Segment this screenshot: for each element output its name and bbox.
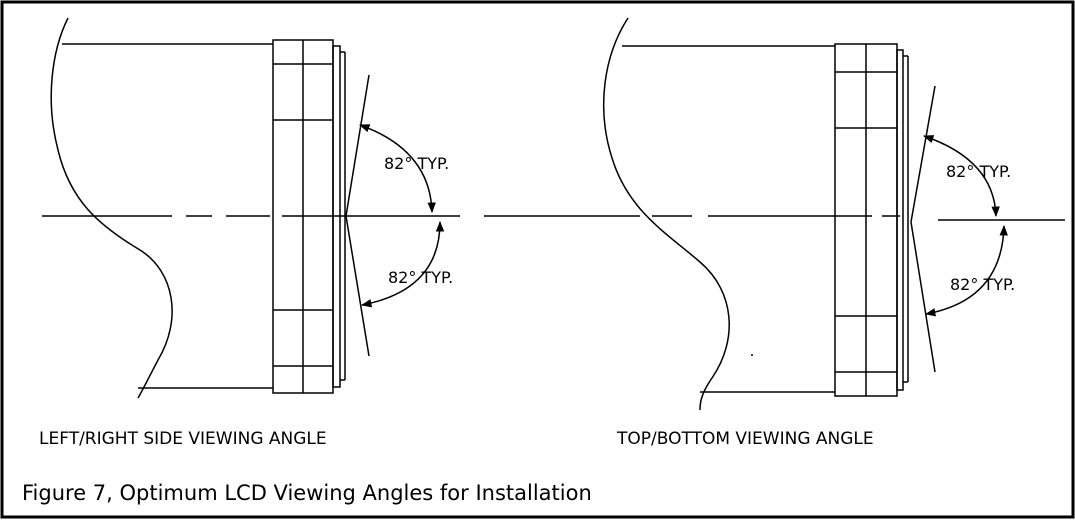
right-panel: [896, 49, 904, 391]
figure-caption: Figure 7, Optimum LCD Viewing Angles for…: [22, 481, 592, 505]
right-upper-angle-arc: [923, 135, 1000, 218]
right-lower-angle-label: 82° TYP.: [950, 275, 1015, 294]
right-upper-view-line: [910, 85, 936, 223]
left-upper-view-line: [345, 74, 370, 217]
left-housing-curve: [50, 17, 173, 399]
right-view-label: TOP/BOTTOM VIEWING ANGLE: [616, 429, 874, 449]
right-view-diagram: [602, 17, 1008, 411]
stray-mark: [751, 354, 753, 356]
left-upper-angle-label: 82° TYP.: [384, 154, 449, 173]
left-upper-angle-arc: [359, 124, 436, 214]
right-housing-curve: [602, 17, 730, 411]
left-lower-angle-label: 82° TYP.: [388, 268, 453, 287]
left-lower-angle-arc: [360, 220, 445, 308]
left-view-label: LEFT/RIGHT SIDE VIEWING ANGLE: [39, 429, 327, 449]
center-line: [42, 215, 1065, 221]
left-lower-view-line: [345, 215, 370, 357]
left-view-diagram: [50, 17, 445, 399]
right-lower-view-line: [910, 221, 936, 373]
left-panel: [332, 45, 341, 388]
right-upper-angle-label: 82° TYP.: [946, 162, 1011, 181]
right-lower-angle-arc: [924, 224, 1008, 317]
